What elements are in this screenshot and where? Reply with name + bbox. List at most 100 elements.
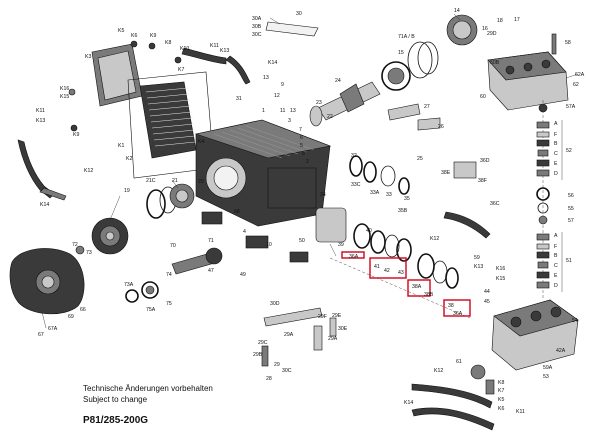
hose-k12-bottom (411, 383, 493, 409)
seal-33a (363, 161, 377, 183)
label-59: 59 (474, 255, 480, 261)
label-8: 8 (302, 151, 305, 157)
hose-k13 (181, 47, 227, 65)
label-f1: F (554, 132, 557, 138)
label-e2: E (554, 273, 558, 279)
label-36c: 36C (490, 201, 500, 207)
label-5: 5 (300, 143, 303, 149)
label-50b: 50B (490, 60, 500, 66)
label-19: 19 (124, 188, 130, 194)
ring-75a (141, 281, 159, 299)
bolt-29 (313, 325, 323, 351)
label-38b: 38B (424, 292, 434, 298)
callout-labels: K5 K6 K9 K8 K10 K11 K13 K3 K16 K15 K7 K1… (36, 8, 585, 415)
label-9: 9 (281, 82, 284, 88)
label-51: 51 (566, 258, 572, 264)
label-k6: K6 (131, 33, 137, 39)
manifold-bottom-port-1 (510, 316, 522, 328)
crankcase-bore-inner (213, 165, 239, 191)
valve-stack (536, 100, 563, 300)
label-53: 53 (543, 374, 549, 380)
label-70: 70 (170, 243, 176, 249)
label-71: 71 (208, 238, 214, 244)
label-k14b: K14 (268, 60, 277, 66)
cover-plate-inner (97, 50, 137, 101)
label-1: 1 (262, 108, 265, 114)
valve-a2 (536, 233, 550, 241)
label-k13c: K13 (474, 264, 483, 270)
valve-c1 (537, 149, 549, 157)
label-c2: C (554, 263, 558, 269)
manifold-top (487, 33, 569, 111)
filter-plate-k2 (139, 81, 197, 159)
label-39: 39 (338, 242, 344, 248)
label-17: 17 (514, 17, 520, 23)
label-66: 66 (80, 307, 86, 313)
label-k6b: K6 (498, 406, 504, 412)
label-42a: 42A (556, 348, 566, 354)
label-k14c: K14 (404, 400, 413, 406)
label-69: 69 (68, 314, 74, 320)
label-67: 67 (38, 332, 44, 338)
label-49: 49 (240, 272, 246, 278)
label-d2: D (554, 283, 558, 289)
highlight-36a-left (341, 251, 365, 259)
label-29: 29 (274, 362, 280, 368)
pinion-gear (205, 247, 223, 265)
label-61: 61 (456, 359, 462, 365)
con-rod-27 (387, 103, 421, 121)
label-b1: B (554, 141, 558, 147)
label-k2: K2 (126, 156, 132, 162)
valve-e1 (536, 159, 550, 167)
label-k4: K4 (198, 139, 204, 145)
crankcase-body (194, 119, 332, 227)
highlight-38b-36a (443, 299, 471, 317)
label-36a-2: 36A (453, 311, 463, 317)
label-45: 45 (484, 299, 490, 305)
label-43: 43 (398, 270, 404, 276)
label-2: 2 (306, 159, 309, 165)
valve-c2 (537, 261, 549, 269)
rail-group (261, 307, 337, 367)
manifold-port-2 (523, 62, 533, 72)
label-32: 32 (351, 153, 357, 159)
label-57a: 57A (566, 104, 576, 110)
label-20: 20 (198, 179, 204, 185)
block-4 (245, 235, 269, 249)
label-47: 47 (208, 268, 214, 274)
seal-42 (384, 234, 400, 258)
label-33: 33 (386, 192, 392, 198)
label-12: 12 (274, 93, 280, 99)
seal-35 (398, 177, 410, 195)
label-59a: 59A (543, 365, 553, 371)
oring-71ab (407, 41, 433, 79)
label-30d: 30D (270, 301, 280, 307)
seal-38a (417, 253, 435, 279)
label-50: 50 (299, 238, 305, 244)
label-21c: 21C (146, 178, 156, 184)
label-d1: D (554, 171, 558, 177)
bolt-29e (329, 317, 337, 337)
ring-55 (537, 202, 549, 214)
label-42: 42 (384, 268, 390, 274)
label-3: 3 (288, 118, 291, 124)
seal-40b (370, 230, 386, 254)
label-35: 35 (404, 196, 410, 202)
label-16: 16 (482, 26, 488, 32)
label-54: 54 (572, 318, 578, 324)
model-number: P81/285-200G (83, 415, 149, 426)
label-k12a: K12 (84, 168, 93, 174)
label-a1: A (554, 121, 558, 127)
label-62: 62 (573, 82, 579, 88)
plug-k9 (148, 42, 156, 50)
label-b2: B (554, 253, 558, 259)
seal-40 (353, 223, 371, 249)
valve-d2 (536, 281, 550, 289)
valve-f1 (536, 131, 550, 138)
cover-14-inner (452, 20, 472, 40)
label-k16a: K16 (60, 86, 69, 92)
label-4: 4 (243, 229, 246, 235)
gear-19-bore (105, 231, 115, 241)
ring-73a (125, 289, 139, 303)
